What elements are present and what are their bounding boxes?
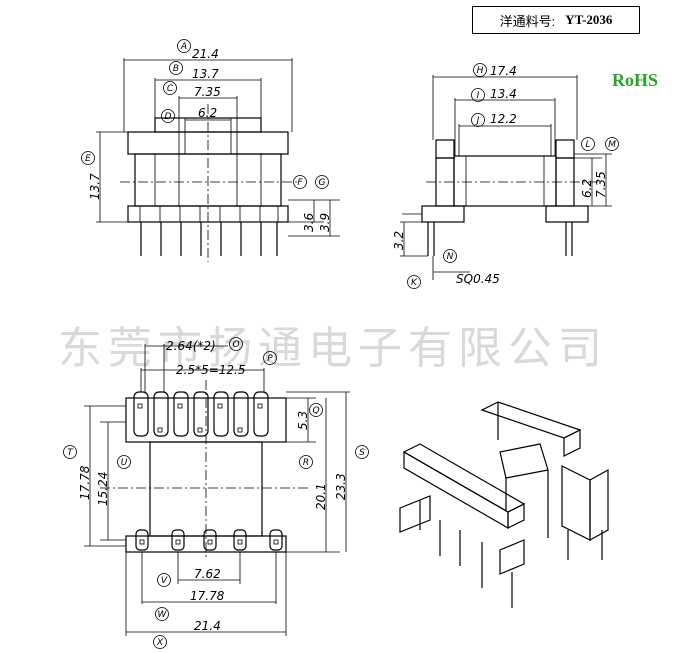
circle-l-ring xyxy=(581,137,595,151)
dim-L-value: 6.2 xyxy=(580,179,594,198)
circle-s-label: S xyxy=(359,448,365,458)
circle-s-ring xyxy=(355,445,369,459)
dim-T-value: 17.78 xyxy=(78,465,92,500)
circle-j-ring xyxy=(471,113,485,127)
part-label: 洋通料号: xyxy=(499,13,556,29)
circle-f-label: F xyxy=(297,178,303,188)
dim-A-value: 21.4 xyxy=(192,47,219,61)
circle-g-label: G xyxy=(319,178,326,188)
dim-S-value: 23.3 xyxy=(334,473,348,500)
circle-f-ring xyxy=(293,175,307,189)
circle-k-ring xyxy=(407,275,421,289)
dim-J-value: 12.2 xyxy=(490,112,517,126)
circle-d-label: D xyxy=(165,112,172,122)
bottom-view xyxy=(84,344,350,636)
part-number: YT-2036 xyxy=(565,12,613,27)
dim-G-value: 3.9 xyxy=(318,213,332,232)
circle-x-label: X xyxy=(156,638,164,648)
circle-e-ring xyxy=(81,151,95,165)
circle-d-ring xyxy=(161,109,175,123)
circle-q-label: Q xyxy=(312,406,319,416)
circle-c-label: C xyxy=(167,84,174,94)
circle-g-ring xyxy=(315,175,329,189)
circle-i-ring xyxy=(471,88,485,102)
side-view xyxy=(400,75,612,280)
dim-N-value: SQ0.45 xyxy=(456,272,500,286)
dim-E-value: 13.7 xyxy=(88,173,102,200)
rohs-mark: RoHS xyxy=(612,70,659,90)
circle-t-ring xyxy=(63,445,77,459)
circle-q-ring xyxy=(309,403,323,417)
circle-x-ring xyxy=(153,635,167,649)
circle-j-label: J xyxy=(475,116,480,126)
dim-I-value: 13.4 xyxy=(490,87,517,101)
part-number-box: 洋通料号: YT-2036 xyxy=(472,6,640,34)
dim-M-value: 7.35 xyxy=(594,171,608,198)
company-watermark: 东莞市扬通电子有限公司 xyxy=(58,323,608,374)
circle-r-ring xyxy=(299,455,313,469)
circle-b-ring xyxy=(169,61,183,75)
circle-o-ring xyxy=(229,337,243,351)
dim-C-value: 7.35 xyxy=(194,85,221,99)
circle-m-ring xyxy=(605,137,619,151)
circle-o-label: O xyxy=(232,340,239,350)
reference-circles: A BC D E F G H I J K L M N O P Q R S T U V W X xyxy=(63,39,619,649)
circle-u-label: U xyxy=(121,458,128,468)
dim-P-value: 2.5*5=12.5 xyxy=(176,363,246,377)
isometric-view xyxy=(399,401,609,608)
circle-n-label: N xyxy=(447,252,454,262)
circle-t-label: T xyxy=(67,448,74,458)
circle-b-label: B xyxy=(173,64,179,74)
circle-m-label: M xyxy=(608,140,616,150)
circle-w-label: W xyxy=(158,610,168,620)
circle-h-ring xyxy=(473,63,487,77)
circle-u-ring xyxy=(117,455,131,469)
dim-R-value: 20.1 xyxy=(314,483,328,510)
dim-U-value: 15.24 xyxy=(96,472,110,506)
dim-W-value: 17.78 xyxy=(190,589,225,603)
dim-D-value: 6.2 xyxy=(198,106,217,120)
dim-H-value: 17.4 xyxy=(490,64,517,78)
circle-v-ring xyxy=(157,573,171,587)
dim-F-value: 3.6 xyxy=(302,213,316,232)
circle-v-label: V xyxy=(161,576,168,586)
circle-i-label: I xyxy=(477,91,480,101)
circle-k-label: K xyxy=(411,278,418,288)
circle-e-label: E xyxy=(85,154,91,164)
circle-r-label: R xyxy=(303,458,309,468)
circle-n-ring xyxy=(443,249,457,263)
circle-p-ring xyxy=(263,351,277,365)
dim-Q-value: 5.3 xyxy=(296,411,310,430)
circle-w-ring xyxy=(155,607,169,621)
circle-h-label: H xyxy=(477,66,484,76)
circle-p-label: P xyxy=(267,354,273,364)
circle-c-ring xyxy=(163,81,177,95)
dim-O-value: 2.64(*2) xyxy=(166,339,216,353)
dim-B-value: 13.7 xyxy=(192,67,219,81)
front-view xyxy=(96,58,340,262)
circle-l-label: L xyxy=(585,140,590,150)
dim-X-value: 21.4 xyxy=(194,619,221,633)
circle-a-label: A xyxy=(180,42,187,52)
circle-a-ring xyxy=(177,39,191,53)
dim-V-value: 7.62 xyxy=(194,567,221,581)
dim-K-value: 3.2 xyxy=(392,231,406,250)
